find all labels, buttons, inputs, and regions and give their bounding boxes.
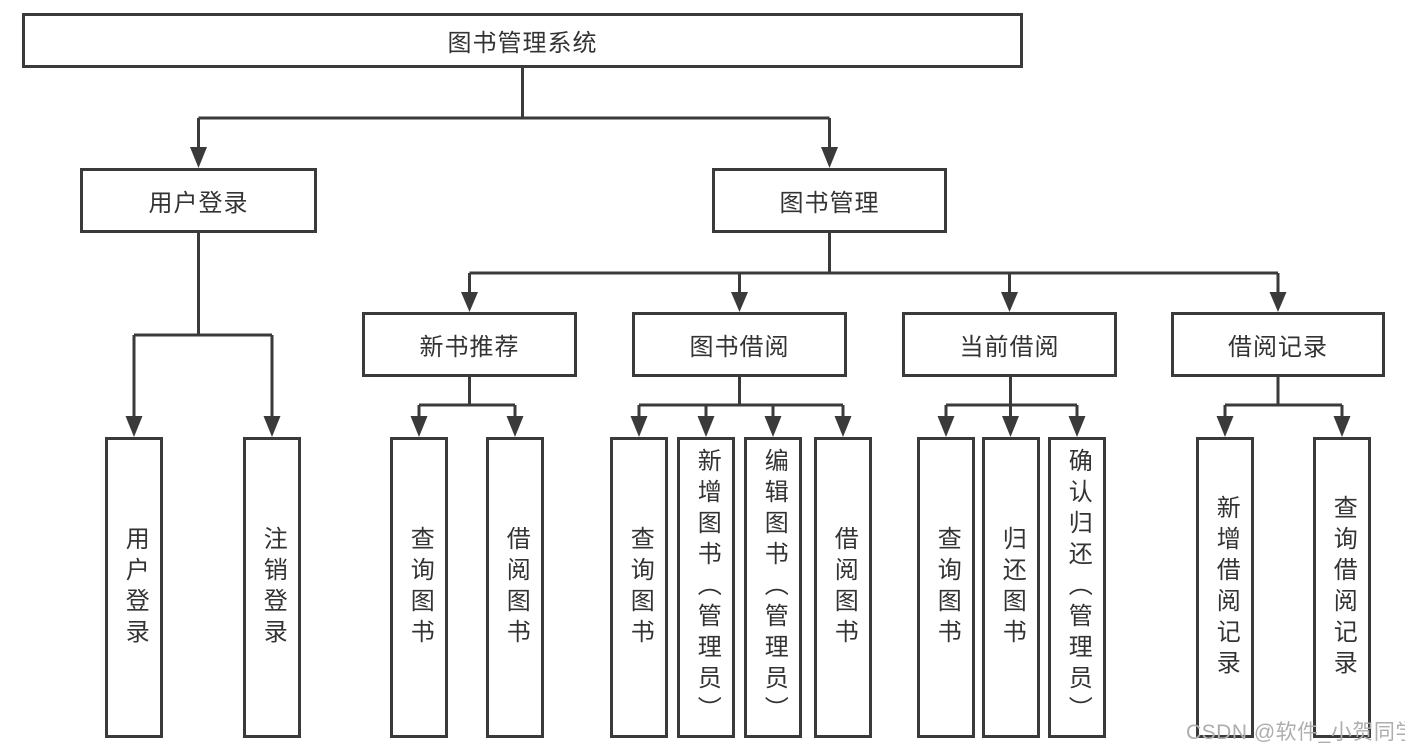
- node-user-login-module: 用户登录: [80, 168, 317, 233]
- node-borrow-books-recommend: 借阅图书: [486, 437, 544, 738]
- node-user-login-leaf: 用户登录: [105, 437, 163, 738]
- node-add-borrow-record: 新增借阅记录: [1196, 437, 1254, 738]
- node-system-root: 图书管理系统: [22, 13, 1023, 68]
- arrowhead: [1216, 416, 1234, 437]
- node-label: 当前借阅: [959, 334, 1060, 361]
- tree-edges: [132, 68, 1344, 418]
- node-query-books-recommend: 查询图书: [390, 437, 448, 738]
- node-borrow-book-leaf: 借阅图书: [814, 437, 872, 738]
- node-label: 查询借阅记录: [1329, 494, 1357, 681]
- arrowhead: [697, 416, 715, 437]
- node-label: 查询图书: [406, 525, 434, 650]
- node-book-borrowing: 图书借阅: [632, 312, 847, 377]
- node-label: 注销登录: [259, 525, 287, 650]
- node-new-book-recommend: 新书推荐: [362, 312, 577, 377]
- arrowhead: [263, 416, 281, 437]
- arrowhead: [190, 147, 207, 168]
- arrowhead: [834, 416, 852, 437]
- node-confirm-return-admin: 确认归还（管理员）: [1048, 437, 1106, 738]
- node-book-management-module: 图书管理: [712, 168, 947, 233]
- node-label: 借阅图书: [502, 525, 530, 650]
- node-label: 归还图书: [998, 525, 1026, 650]
- node-label: 新增借阅记录: [1212, 494, 1240, 681]
- node-logout-leaf: 注销登录: [243, 437, 301, 738]
- node-add-book-admin: 新增图书（管理员）: [677, 437, 735, 738]
- node-label: 新增图书（管理员）: [693, 448, 721, 727]
- node-query-books-borrowing: 查询图书: [610, 437, 668, 738]
- node-query-borrow-record: 查询借阅记录: [1313, 437, 1371, 738]
- arrowhead: [764, 416, 782, 437]
- node-label: 用户登录: [121, 525, 149, 650]
- node-label: 用户登录: [148, 190, 249, 217]
- node-label: 借阅图书: [830, 525, 858, 650]
- arrowhead: [821, 147, 838, 168]
- arrowhead: [937, 416, 955, 437]
- arrowhead: [1001, 292, 1018, 312]
- node-label: 图书借阅: [689, 334, 790, 361]
- arrowhead: [731, 292, 748, 312]
- node-label: 图书管理系统: [447, 30, 598, 57]
- node-return-book: 归还图书: [982, 437, 1040, 738]
- node-borrow-records: 借阅记录: [1171, 312, 1385, 377]
- node-label: 查询图书: [933, 525, 961, 650]
- node-label: 新书推荐: [419, 334, 520, 361]
- node-label: 查询图书: [626, 525, 654, 650]
- node-label: 图书管理: [779, 190, 880, 217]
- node-label: 编辑图书（管理员）: [760, 448, 788, 727]
- arrowhead: [1269, 292, 1287, 312]
- arrowhead: [125, 416, 143, 437]
- arrowhead: [630, 416, 648, 437]
- arrowhead: [1333, 416, 1351, 437]
- arrowhead: [1068, 416, 1086, 437]
- watermark: CSDN @软件_小贺同学: [1186, 721, 1405, 744]
- arrowhead: [1002, 416, 1019, 437]
- node-label: 确认归还（管理员）: [1064, 448, 1092, 727]
- node-edit-book-admin: 编辑图书（管理员）: [744, 437, 802, 738]
- node-query-books-current: 查询图书: [917, 437, 975, 738]
- node-current-borrowing: 当前借阅: [902, 312, 1117, 377]
- node-label: 借阅记录: [1228, 334, 1328, 361]
- arrowhead: [410, 416, 428, 437]
- arrowhead: [506, 416, 524, 437]
- arrowhead: [461, 292, 478, 312]
